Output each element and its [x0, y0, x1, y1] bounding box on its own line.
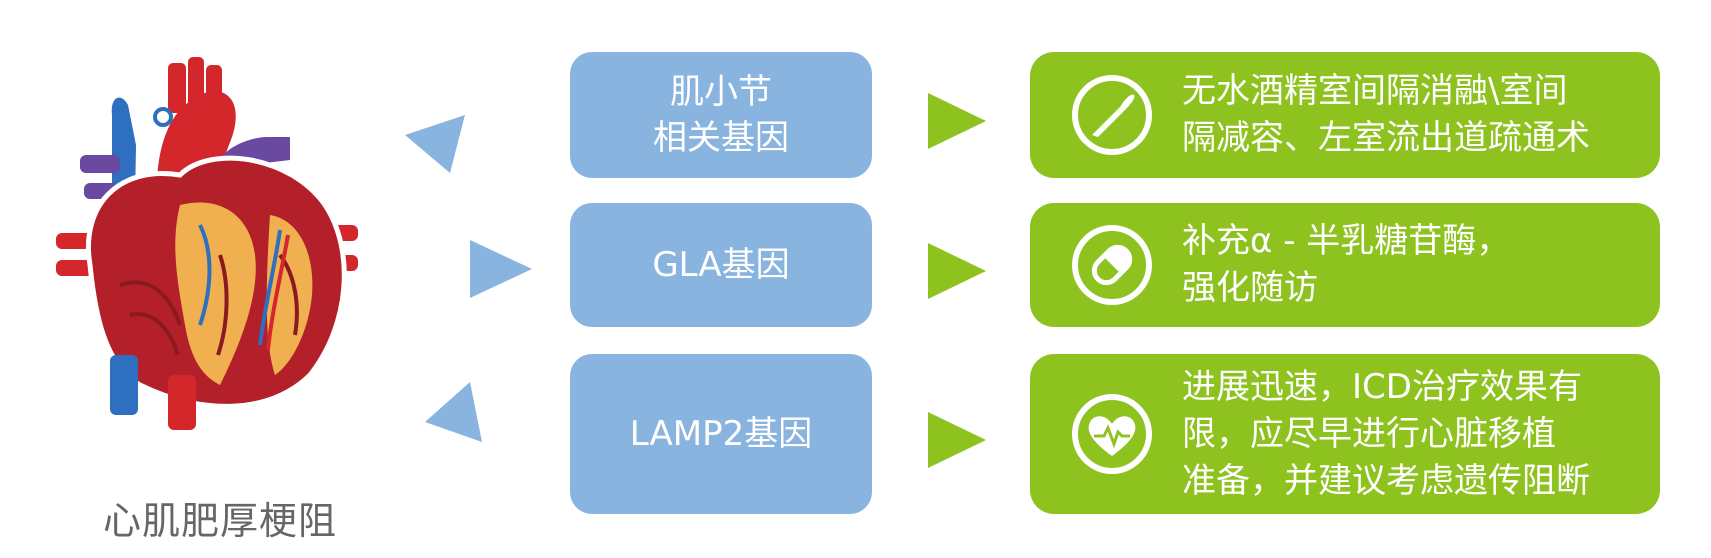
blue-arrow-3 — [425, 382, 482, 442]
gene-label-line: 肌小节 — [670, 72, 772, 112]
treatment-line: 隔减容、左室流出道疏通术 — [1182, 118, 1590, 158]
gene-box-lamp2: LAMP2基因 — [570, 354, 872, 514]
heart-label: 心肌肥厚梗阻 — [102, 499, 337, 543]
treatment-line: 补充α - 半乳糖苷酶， — [1182, 221, 1511, 261]
gene-label-line: LAMP2基因 — [629, 414, 813, 454]
treatment-box-1: 无水酒精室间隔消融\室间 隔减容、左室流出道疏通术 — [1030, 52, 1660, 178]
treatment-line: 准备，并建议考虑遗传阻断 — [1182, 460, 1590, 501]
green-arrow-1 — [928, 93, 986, 149]
treatment-line: 进展迅速，ICD治疗效果有 — [1182, 366, 1582, 407]
blue-arrow-1 — [405, 115, 465, 173]
gene-box-sarcomere: 肌小节 相关基因 — [570, 52, 872, 178]
scalpel-icon — [1072, 75, 1152, 155]
blue-arrow-2 — [470, 240, 532, 298]
treatment-line: 无水酒精室间隔消融\室间 — [1182, 71, 1568, 111]
heart-illustration — [50, 55, 380, 435]
treatment-text: 进展迅速，ICD治疗效果有 限，应尽早进行心脏移植 准备，并建议考虑遗传阻断 — [1182, 354, 1590, 514]
green-arrow-2 — [928, 243, 986, 299]
treatment-text: 无水酒精室间隔消融\室间 隔减容、左室流出道疏通术 — [1182, 52, 1590, 178]
treatment-line: 强化随访 — [1182, 268, 1318, 308]
treatment-text: 补充α - 半乳糖苷酶， 强化随访 — [1182, 203, 1510, 327]
treatment-box-3: 进展迅速，ICD治疗效果有 限，应尽早进行心脏移植 准备，并建议考虑遗传阻断 — [1030, 354, 1660, 514]
gene-label-line: 相关基因 — [653, 118, 789, 158]
treatment-line: 限，应尽早进行心脏移植 — [1182, 413, 1556, 454]
gene-label-line: GLA基因 — [652, 245, 790, 285]
treatment-box-2: 补充α - 半乳糖苷酶， 强化随访 — [1030, 203, 1660, 327]
pill-capsule-icon — [1072, 225, 1152, 305]
gene-box-gla: GLA基因 — [570, 203, 872, 327]
heart-anatomy-icon — [56, 57, 358, 430]
green-arrow-3 — [928, 412, 986, 468]
heartbeat-icon — [1072, 394, 1152, 474]
